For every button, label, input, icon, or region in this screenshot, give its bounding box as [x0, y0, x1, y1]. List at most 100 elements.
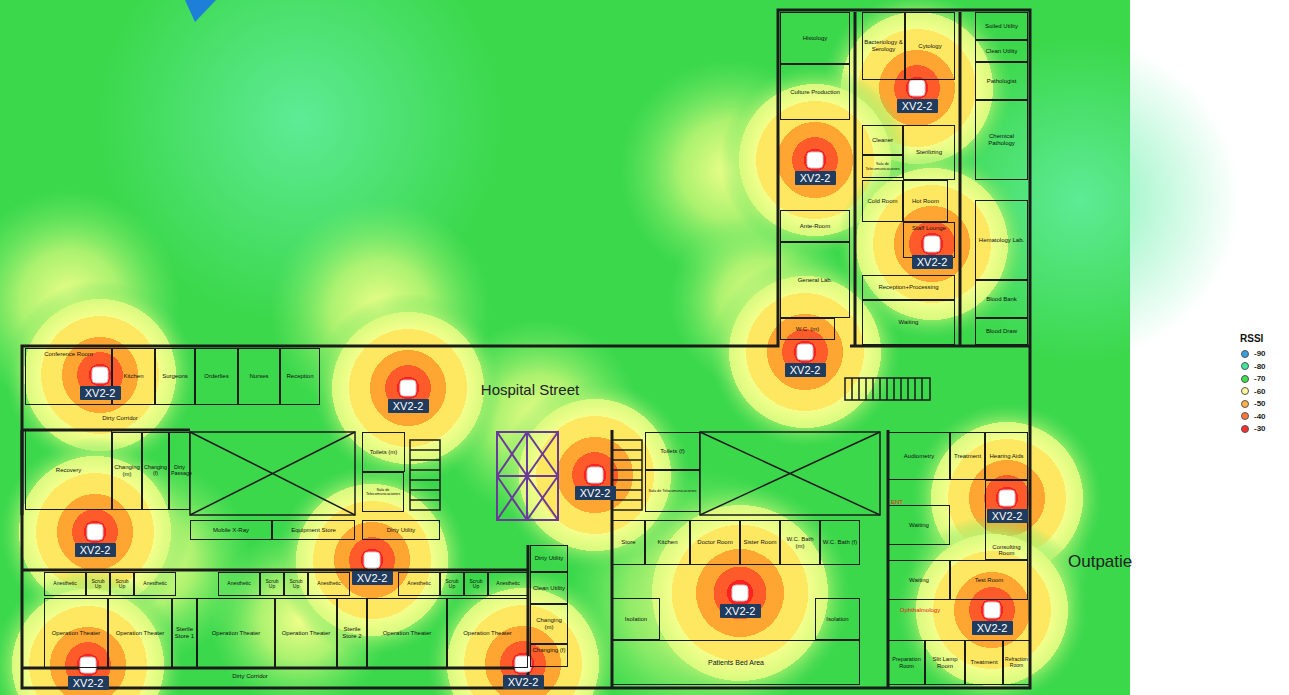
- room-name: Scrub Up: [112, 579, 132, 590]
- room-box: Anesthetic: [218, 572, 260, 596]
- room-box: Anesthetic: [488, 572, 528, 596]
- area-label: Ophthalmology: [900, 607, 940, 614]
- room-box: Pathologist: [975, 62, 1028, 100]
- room-name: Dirty Passage: [171, 465, 188, 477]
- room-box: Orderlies: [195, 348, 238, 405]
- room-box: Clean Utility: [530, 572, 568, 604]
- room-box: Staff Lounge: [903, 222, 955, 258]
- access-point-name: XV2-2: [800, 173, 831, 184]
- room-name: Waiting: [899, 319, 919, 326]
- room-name: Sala de Telecomunicaciones: [364, 488, 402, 496]
- legend-value: -90: [1254, 349, 1266, 358]
- access-point-name: XV2-2: [508, 677, 539, 688]
- room-name: Reception+Processing: [878, 284, 938, 291]
- room-name: Changing (f): [532, 647, 565, 654]
- room-name: Operation Theater: [212, 630, 261, 637]
- area-label: Outpatie: [1068, 553, 1132, 572]
- room-name: Blood Draw: [986, 328, 1017, 335]
- room-name: Hematology Lab.: [979, 237, 1024, 244]
- room-name: Treatment: [970, 659, 997, 666]
- access-point-name: XV2-2: [73, 678, 104, 689]
- access-point-badge: XV2-2: [388, 399, 429, 413]
- room-name: Changing (m): [532, 617, 566, 630]
- room-name: Audiometry: [904, 453, 934, 460]
- room-box: Hematology Lab.: [975, 200, 1028, 280]
- room-box: Sterilizing: [903, 125, 955, 180]
- room-name: Scrub Up: [286, 579, 306, 590]
- access-point-badge: XV2-2: [912, 255, 953, 269]
- access-point-name: XV2-2: [902, 101, 933, 112]
- room-box: Refraction Room: [1003, 640, 1030, 685]
- access-point-name: XV2-2: [725, 606, 756, 617]
- room-box: Sister Room: [740, 520, 780, 565]
- room-name: Sterilizing: [916, 149, 942, 156]
- access-point-name: XV2-2: [977, 623, 1008, 634]
- room-box: Bacteriology & Serology: [862, 12, 905, 80]
- room-name: Nurses: [249, 373, 268, 380]
- room-box: Mobile X-Ray: [190, 520, 272, 540]
- room-name: Scrub Up: [88, 579, 108, 590]
- room-name: Kitchen: [657, 539, 677, 546]
- access-point-badge: XV2-2: [897, 99, 938, 113]
- room-name: Anesthetic: [143, 581, 166, 587]
- access-point-badge: XV2-2: [80, 386, 121, 400]
- room-box: Ante-Room: [780, 210, 850, 242]
- room-name: Operation Theater: [282, 630, 331, 637]
- room-box: Anesthetic: [308, 572, 350, 596]
- room-box: Slit Lamp Room: [925, 640, 965, 685]
- legend-value: -70: [1254, 374, 1266, 383]
- room-name: W.C. Bath (m): [782, 536, 818, 549]
- legend-row: -50: [1241, 399, 1266, 408]
- room-name: Store: [621, 539, 635, 546]
- room-box: Operation Theater: [108, 598, 172, 668]
- room-box: Anesthetic: [44, 572, 86, 596]
- area-label: ENT: [891, 499, 903, 506]
- room-box: Cold Room: [862, 180, 903, 222]
- room-box: Changing (f): [142, 432, 169, 510]
- room-box: Waiting: [888, 505, 950, 545]
- room-box: Store: [612, 520, 645, 565]
- room-box: Changing (m): [112, 432, 142, 510]
- room-box: Culture Production: [780, 64, 850, 120]
- legend-title: RSSI: [1240, 333, 1263, 344]
- room-box: Preparation Room: [888, 640, 925, 685]
- access-point-name: XV2-2: [85, 388, 116, 399]
- room-name: Toilets (f): [660, 448, 684, 455]
- room-name: Surgeons: [162, 373, 188, 380]
- room-box: Patients Bed Area: [612, 640, 860, 685]
- room-name: Sterile Store 1: [174, 626, 195, 639]
- room-box: Changing (m): [530, 604, 568, 644]
- room-name: Histology: [803, 35, 828, 42]
- legend-value: -30: [1254, 424, 1266, 433]
- room-box: Sala de Telecomunicaciones: [862, 155, 903, 178]
- room-box: Hearing Aids: [985, 432, 1028, 480]
- access-point-badge: XV2-2: [720, 604, 761, 618]
- room-box: Sterile Store 2: [337, 598, 367, 668]
- room-name: Clean Utility: [533, 585, 565, 592]
- room-name: Bacteriology & Serology: [864, 39, 903, 52]
- room-name: Operation Theater: [116, 630, 165, 637]
- room-name: Chemical Pathology: [977, 133, 1026, 146]
- room-box: Treatment: [950, 432, 985, 480]
- room-name: Changing (m): [114, 464, 140, 477]
- room-box: Operation Theater: [197, 598, 275, 668]
- room-name: Treatment: [954, 453, 981, 460]
- area-label: Dirty Corridor: [232, 673, 268, 680]
- room-box: Cytology: [905, 12, 955, 80]
- legend-value: -60: [1254, 387, 1266, 396]
- legend-row: -90: [1241, 349, 1266, 358]
- room-box: Histology: [780, 12, 850, 64]
- room-name: Hot Room: [912, 198, 939, 205]
- access-point-badge: XV2-2: [785, 363, 826, 377]
- room-box: Kitchen: [645, 520, 690, 565]
- room-name: Cleaner: [872, 137, 893, 144]
- room-box: Toilets (m): [362, 432, 405, 472]
- legend-swatch: [1241, 362, 1249, 370]
- room-name: Sala de Telecomunicaciones: [648, 489, 696, 493]
- room-box: Soiled Utility: [975, 12, 1028, 40]
- room-name: Dirty Utility: [535, 555, 564, 562]
- room-box: W.C. (m): [780, 318, 835, 340]
- room-box: Operation Theater: [275, 598, 337, 668]
- room-name: Hearing Aids: [989, 453, 1023, 460]
